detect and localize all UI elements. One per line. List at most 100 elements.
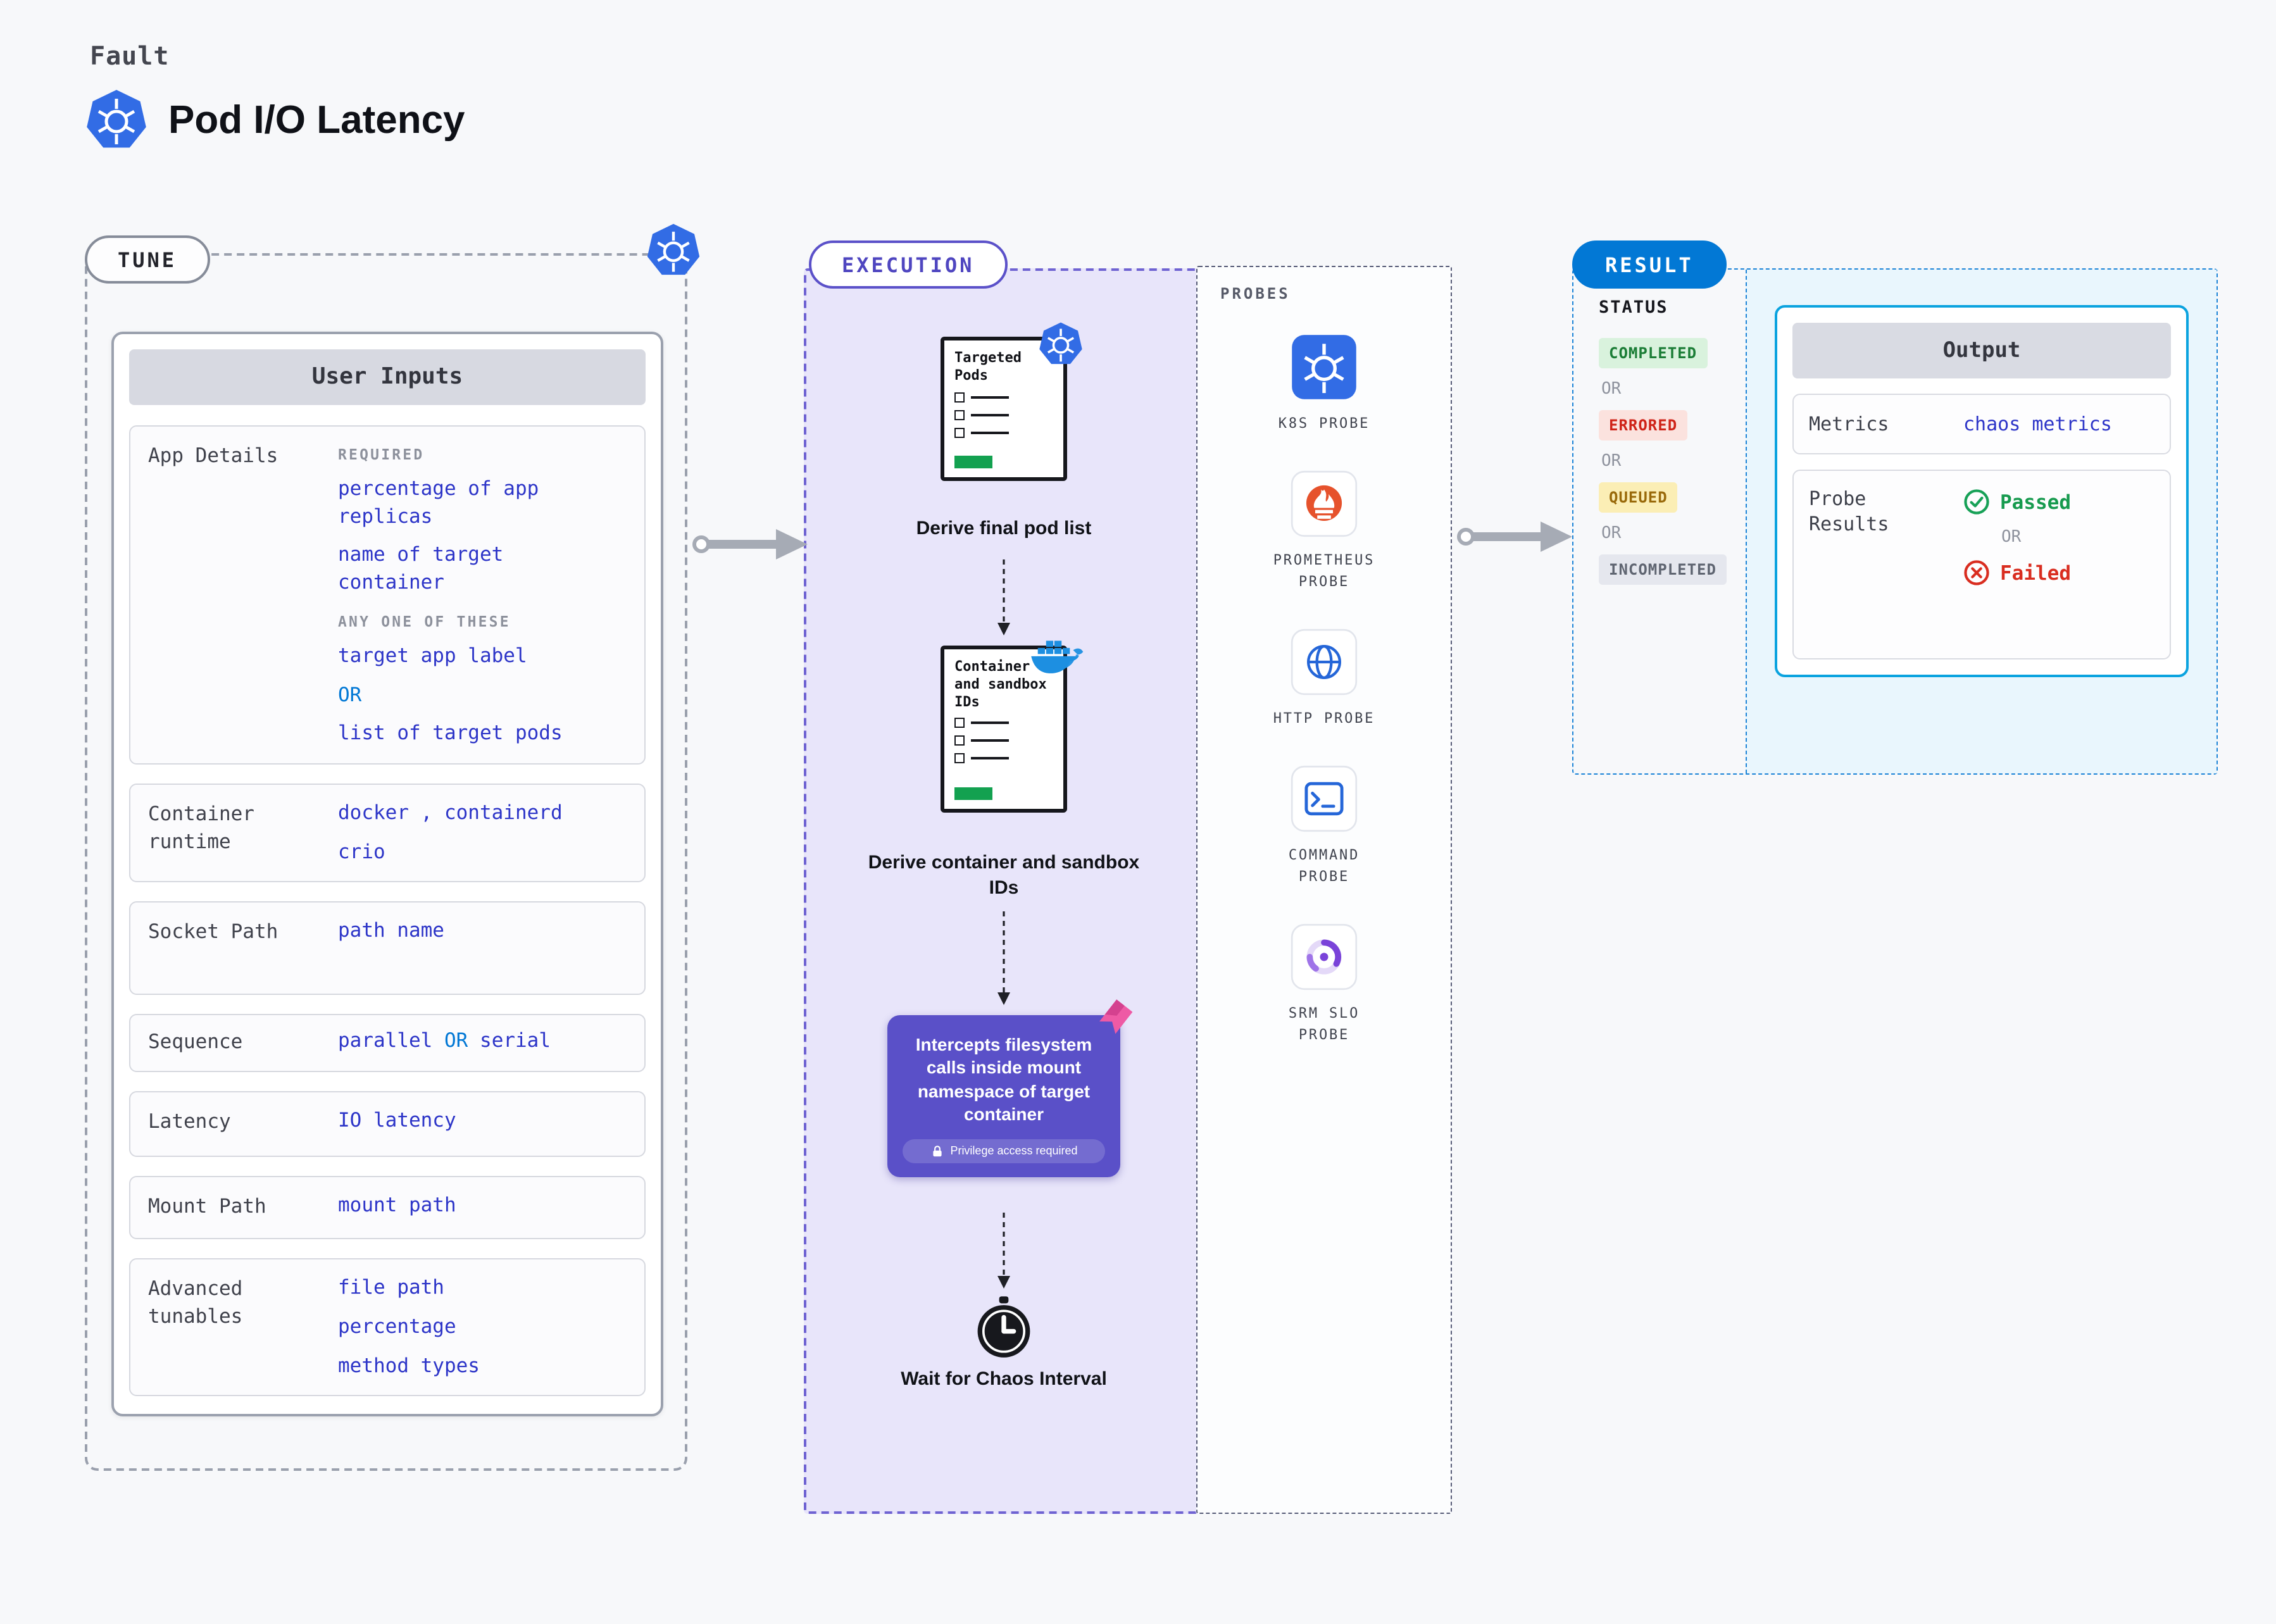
probe-item: COMMAND PROBE [1272, 765, 1376, 887]
metrics-value: chaos metrics [1963, 413, 2112, 435]
x-circle-icon [1963, 559, 1990, 586]
input-line: ANY ONE OF THESE [338, 612, 511, 630]
input-row-label: Latency [148, 1110, 231, 1134]
result-pill: RESULT [1572, 240, 1727, 289]
input-line: parallel OR serial [338, 1028, 585, 1056]
callout-text: Intercepts filesystem calls inside mount… [915, 1034, 1092, 1125]
input-row: Sequence parallel OR serial [129, 1014, 646, 1073]
input-line: percentage of app replicas [338, 477, 539, 528]
or-label: OR [1601, 524, 1622, 543]
privilege-badge-label: Privilege access required [950, 1144, 1078, 1158]
input-row-label: App Details [148, 444, 278, 467]
input-row-values: mount path [338, 1193, 627, 1223]
probe-label: SRM SLO PROBE [1288, 1005, 1360, 1044]
probe-label: COMMAND PROBE [1288, 847, 1360, 885]
input-row-label: Advanced tunables [148, 1277, 243, 1328]
output-card: Output Metrics chaos metrics Probe Resul… [1775, 305, 2189, 677]
metrics-label: Metrics [1809, 412, 1889, 435]
probe-item: HTTP PROBE [1273, 628, 1375, 729]
probe-item: PROMETHEUS PROBE [1272, 470, 1376, 592]
status-title: STATUS [1599, 297, 1668, 318]
input-line: OR [338, 683, 362, 706]
clock-icon [975, 1296, 1033, 1359]
check-circle-icon [1963, 489, 1990, 515]
probe-results-row: Probe Results Passed OR [1792, 470, 2171, 659]
document-title: Container and sandbox IDs [954, 658, 1047, 709]
input-row-label: Socket Path [148, 920, 278, 944]
input-line-part: serial [480, 1029, 551, 1052]
input-line: mount path [338, 1194, 456, 1217]
input-line: docker , containerd [338, 801, 563, 824]
http-globe-icon [1290, 628, 1358, 696]
input-line-part: OR [444, 1029, 468, 1052]
input-row-label: Container runtime [148, 803, 254, 853]
probes-title: PROBES [1220, 285, 1291, 303]
passed-label: Passed [2000, 490, 2071, 513]
output-title: Output [1792, 323, 2171, 378]
checklist-row [954, 735, 1053, 746]
probe-item: K8S PROBE [1279, 333, 1370, 434]
container-ids-document-icon: Container and sandbox IDs [941, 640, 1084, 813]
input-row-values: IO latency [338, 1108, 627, 1141]
checklist-row [954, 392, 1053, 402]
progress-bar [954, 787, 992, 800]
failed-status: Failed [1963, 559, 2071, 586]
failed-label: Failed [2000, 561, 2071, 584]
input-line: path name [338, 919, 444, 942]
or-label: OR [1601, 380, 1622, 399]
input-line: list of target pods [338, 721, 563, 745]
or-label: OR [1601, 452, 1622, 471]
step-caption: Wait for Chaos Interval [901, 1368, 1107, 1390]
progress-bar [954, 456, 992, 468]
flag-icon [1093, 996, 1137, 1040]
input-row: Socket Path path name [129, 901, 646, 996]
probe-results-label: Probe Results [1809, 487, 1889, 536]
privilege-badge: Privilege access required [903, 1139, 1105, 1163]
step-caption: Derive final pod list [916, 518, 1092, 539]
page-title: Pod I/O Latency [168, 97, 465, 142]
output-area: Output Metrics chaos metrics Probe Resul… [1746, 270, 2217, 773]
status-badge-completed: COMPLETED [1599, 338, 1708, 368]
passed-status: Passed [1963, 489, 2071, 515]
tune-pill: TUNE [85, 235, 210, 284]
probes-list: K8S PROBE PROMETHEUS PROBE HTTP PROBE COMMA… [1197, 333, 1451, 1046]
or-label: OR [2001, 528, 2022, 547]
input-line: percentage [338, 1315, 456, 1339]
input-line: target app label [338, 644, 527, 667]
input-row-values: parallel OR serial [338, 1028, 627, 1059]
dashed-arrow-icon [997, 911, 1010, 1005]
user-inputs-title: User Inputs [129, 349, 646, 405]
input-row-values: path name [338, 918, 627, 979]
srm-slo-icon [1290, 923, 1358, 992]
k8s-probe-icon [1290, 333, 1358, 401]
checklist-row [954, 753, 1053, 764]
input-row-label: Sequence [148, 1030, 243, 1054]
command-terminal-icon [1290, 765, 1358, 833]
lock-icon [930, 1144, 944, 1158]
probe-results-values: Passed OR Failed [1963, 486, 2071, 643]
fault-eyebrow: Fault [90, 41, 170, 71]
probe-item: SRM SLO PROBE [1272, 923, 1376, 1046]
probe-label: K8S PROBE [1278, 415, 1370, 432]
status-badge-errored: ERRORED [1599, 410, 1688, 440]
kubernetes-icon [1038, 322, 1084, 367]
input-line: name of target container [338, 543, 504, 594]
kubernetes-icon [85, 89, 148, 152]
status-badge-queued: QUEUED [1599, 482, 1678, 513]
step-caption: Derive container and sandbox IDs [868, 852, 1140, 898]
metrics-row: Metrics chaos metrics [1792, 394, 2171, 454]
arrow-right-icon [1457, 522, 1572, 552]
document-title: Targeted Pods [954, 349, 1022, 384]
